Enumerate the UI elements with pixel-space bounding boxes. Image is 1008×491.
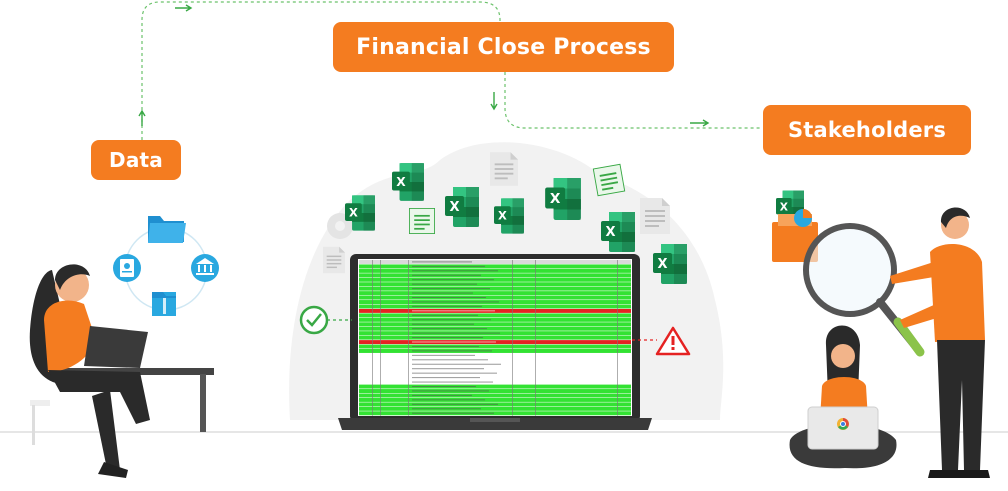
chrome-logo-icon [837, 418, 849, 430]
spreadsheet-text-line [412, 297, 486, 298]
spreadsheet-row [359, 304, 631, 309]
spreadsheet-text-line [412, 372, 497, 374]
spreadsheet-text-line [412, 408, 481, 410]
spreadsheet-text-line [412, 390, 489, 392]
spreadsheet-row [359, 291, 631, 296]
spreadsheet-row [359, 357, 631, 362]
spreadsheet-row [359, 353, 631, 358]
spreadsheet-row [359, 282, 631, 287]
spreadsheet-column-divider [512, 260, 513, 416]
spreadsheet-text-line [412, 328, 487, 330]
folder-icon [148, 216, 186, 243]
spreadsheet-row [359, 295, 631, 300]
spreadsheet-text-line [412, 265, 485, 267]
spreadsheet-row [359, 344, 631, 349]
spreadsheet-text-line [412, 341, 496, 343]
spreadsheet-row [359, 286, 631, 291]
spreadsheet-text-line [412, 381, 493, 383]
spreadsheet-row [359, 264, 631, 269]
check-circle-icon [299, 305, 352, 335]
spreadsheet-row [359, 322, 631, 327]
spreadsheet-row [359, 277, 631, 282]
woman-at-desk [29, 264, 214, 478]
spreadsheet-row [359, 406, 631, 411]
spreadsheet-row [359, 366, 631, 371]
spreadsheet-text-line [412, 412, 494, 414]
spreadsheet-row [359, 317, 631, 322]
spreadsheet-row [359, 411, 631, 416]
title-label: Financial Close Process [333, 22, 674, 72]
spreadsheet-row [359, 380, 631, 385]
chart-folder-icon [772, 209, 818, 262]
spreadsheet-text-line [412, 310, 495, 312]
receipt-icon [113, 254, 141, 282]
spreadsheet-text-line [412, 363, 501, 365]
spreadsheet-text-line [412, 386, 476, 387]
spreadsheet-column-divider [372, 260, 373, 416]
spreadsheet-text-line [412, 319, 491, 321]
spreadsheet-row [359, 389, 631, 393]
spreadsheet-text-line [412, 359, 488, 361]
bank-icon [191, 254, 219, 282]
spreadsheet-row [359, 273, 631, 278]
spreadsheet-text-line [412, 314, 478, 316]
spreadsheet-text-line [412, 337, 483, 339]
spreadsheet-text-line [412, 301, 499, 303]
spreadsheet-row [359, 384, 631, 389]
spreadsheet-text-line [412, 350, 492, 352]
spreadsheet-screen [359, 260, 631, 416]
spreadsheet-text-line [412, 354, 475, 356]
spreadsheet-row [359, 260, 631, 264]
spreadsheet-text-line [412, 323, 474, 325]
spreadsheet-row [359, 397, 631, 402]
spreadsheet-column-divider [535, 260, 536, 416]
spreadsheet-text-line [412, 270, 498, 272]
spreadsheet-text-line [412, 394, 472, 396]
spreadsheet-text-line [412, 261, 472, 263]
spreadsheet-text-line [412, 368, 484, 370]
spreadsheet-text-line [412, 288, 490, 290]
spreadsheet-text-line [412, 305, 482, 307]
spreadsheet-text-line [412, 403, 498, 405]
stakeholders-label: Stakeholders [763, 105, 971, 155]
man-standing [890, 207, 990, 478]
spreadsheet-text-line [412, 283, 477, 285]
zip-file-icon [152, 292, 176, 316]
spreadsheet-column-divider [408, 260, 409, 416]
spreadsheet-text-line [412, 345, 479, 347]
spreadsheet-text-line [412, 377, 480, 379]
spreadsheet-text-line [412, 274, 481, 276]
warning-icon [632, 326, 691, 356]
spreadsheet-row [359, 349, 631, 353]
spreadsheet-row [359, 393, 631, 398]
spreadsheet-column-divider [617, 260, 618, 416]
spreadsheet-row [359, 335, 631, 340]
spreadsheet-row [359, 326, 631, 331]
magnifier-icon [803, 223, 925, 357]
spreadsheet-text-line [412, 292, 473, 294]
spreadsheet-row [359, 313, 631, 318]
spreadsheet-text-line [412, 399, 485, 401]
spreadsheet-text-line [412, 279, 494, 281]
spreadsheet-column-divider [380, 260, 381, 416]
spreadsheet-row [359, 375, 631, 380]
spreadsheet-text-line [412, 332, 500, 334]
woman-sitting [789, 325, 897, 469]
data-label: Data [91, 140, 181, 180]
